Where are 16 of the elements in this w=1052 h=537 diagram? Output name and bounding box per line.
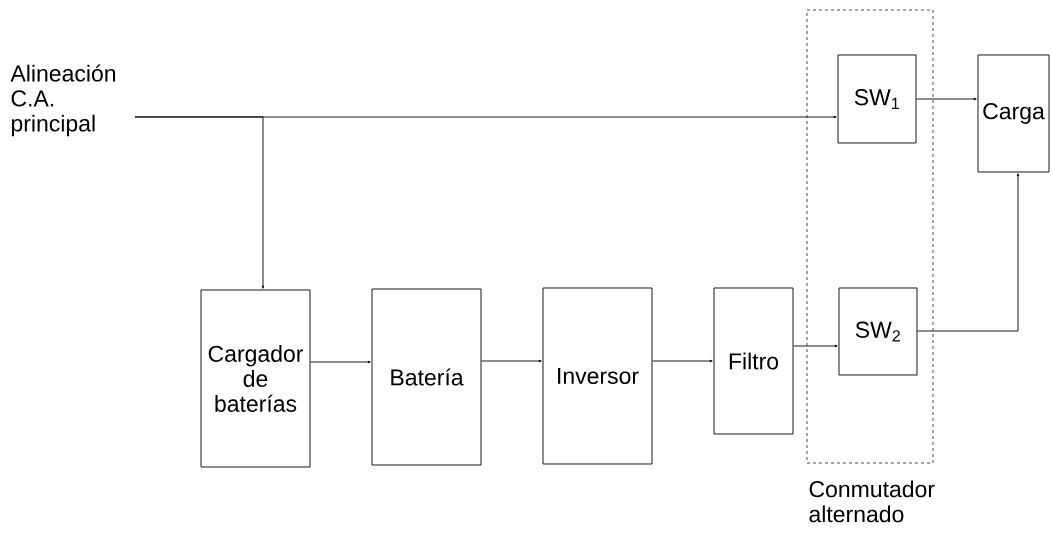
arrow [134, 116, 265, 289]
switch-box: SW$_{2}$ [838, 287, 918, 376]
process-box: Inversor [542, 287, 653, 465]
arrow [481, 359, 542, 363]
arrow [916, 97, 977, 101]
arrow [310, 360, 371, 364]
process-box: Batería [371, 288, 482, 466]
load-box: Carga [977, 54, 1050, 173]
node-label: Conmutador alternado [809, 480, 935, 523]
arrow [793, 344, 838, 348]
switch-box: SW$_{1}$ [837, 54, 917, 144]
source-label: Alineación C.A. principal [10, 64, 116, 137]
arrow [917, 173, 1020, 332]
arrow [652, 359, 713, 363]
process-box: Filtro [713, 287, 794, 435]
process-box: Cargador de baterías [200, 289, 311, 468]
